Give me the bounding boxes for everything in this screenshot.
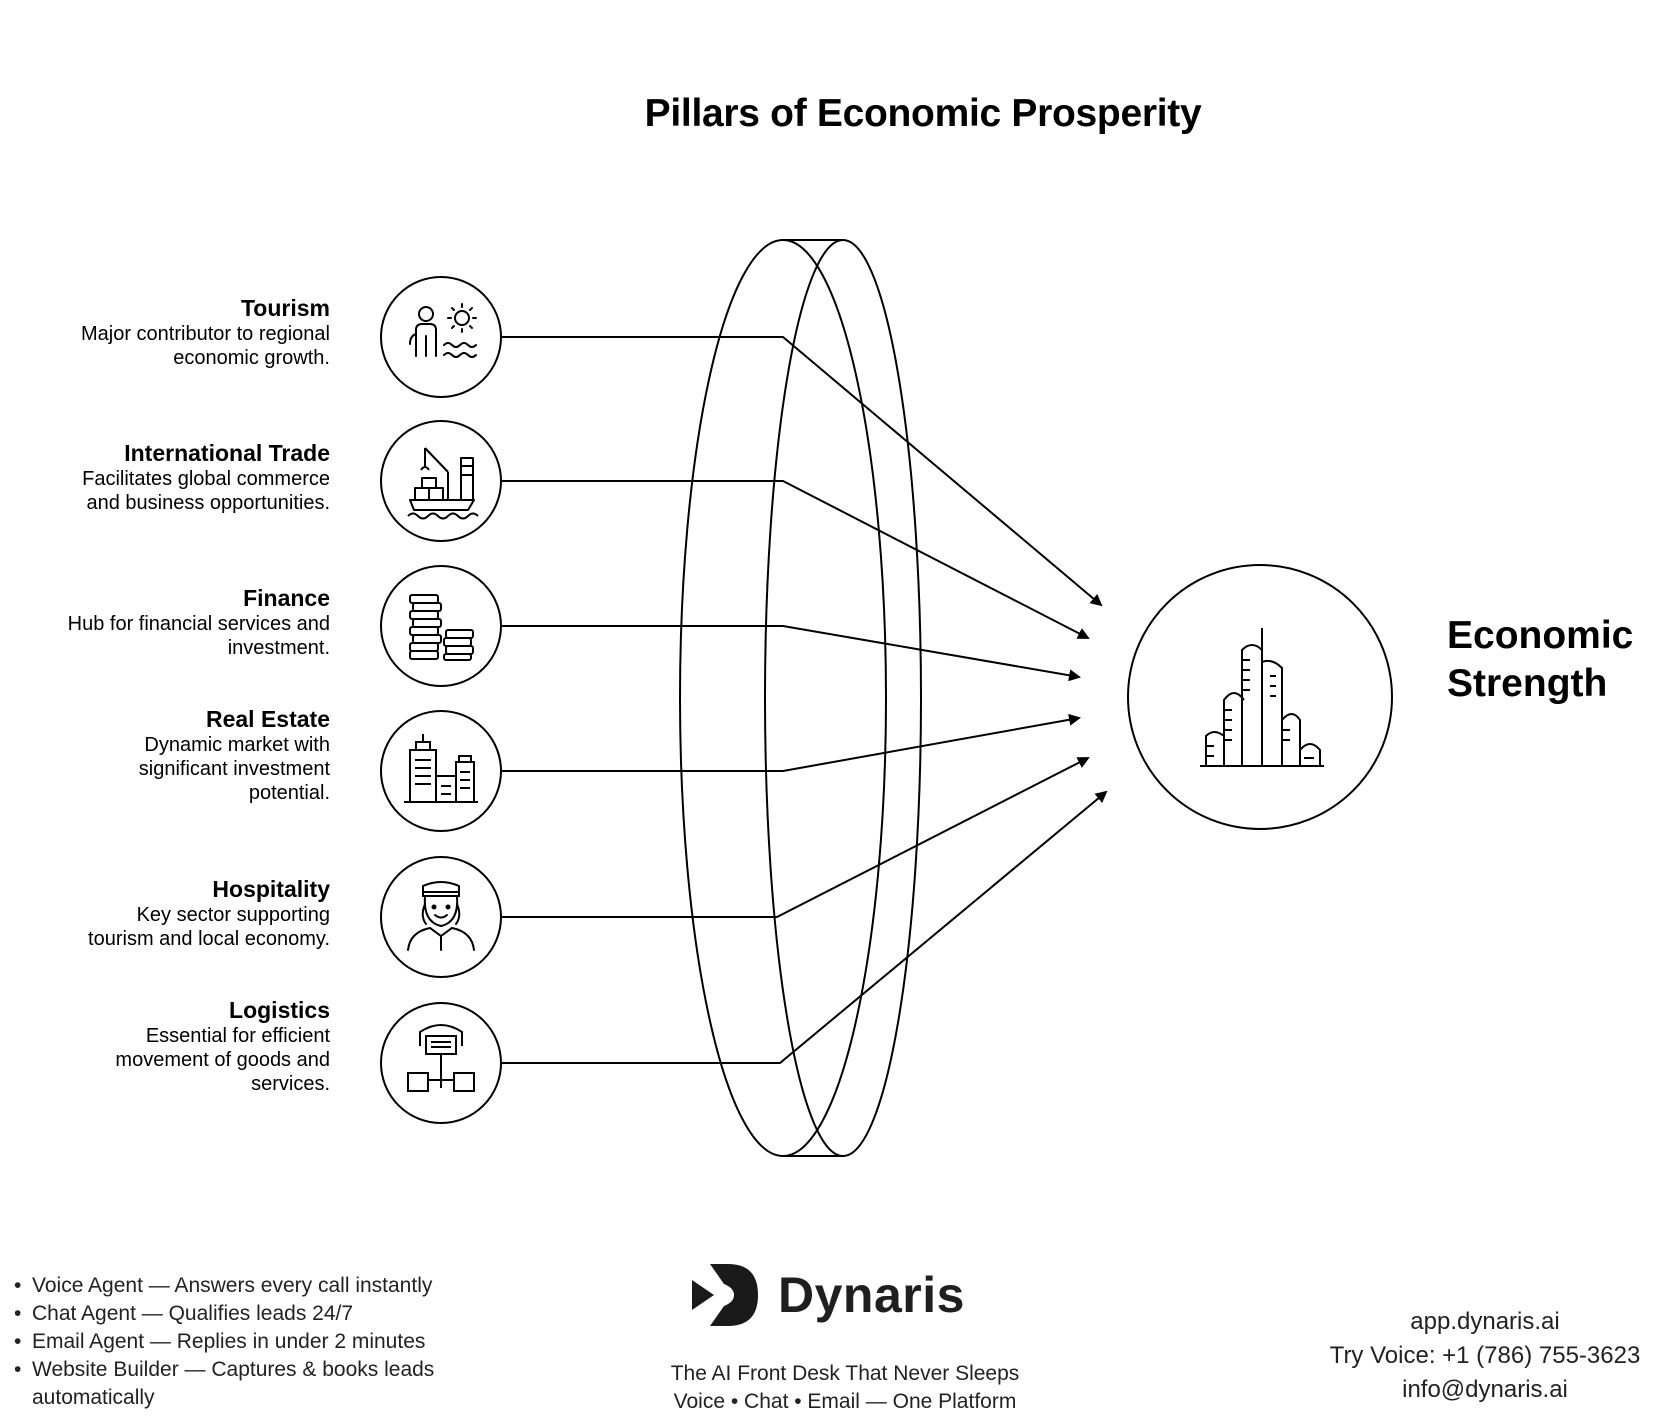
phone-number[interactable]: Try Voice: +1 (786) 755-3623 [1329, 1342, 1641, 1369]
pillar-real-estate: Real Estate Dynamic market with signific… [30, 706, 330, 805]
pillar-name: Logistics [229, 997, 330, 1023]
pillar-name: Hospitality [212, 876, 330, 902]
hospitality-staff-icon [407, 881, 475, 951]
ship-icon [407, 447, 479, 520]
pillar-desc-line: economic growth. [173, 347, 330, 369]
feature-list: Voice Agent — Answers every call instant… [10, 1272, 502, 1412]
pillar-desc-line: Hub for financial services and [67, 613, 330, 635]
list-item: Voice Agent — Answers every call instant… [10, 1272, 502, 1300]
connector-real-estate [500, 713, 1081, 772]
tagline-line-1: The AI Front Desk That Never Sleeps [670, 1362, 1020, 1385]
list-item: Chat Agent — Qualifies leads 24/7 [10, 1300, 502, 1328]
real-estate-circle [380, 710, 502, 832]
list-item: Email Agent — Replies in under 2 minutes [10, 1328, 502, 1356]
lens-shape [679, 239, 922, 1157]
warehouse-network-icon [407, 1024, 475, 1092]
connector-international-trade [500, 480, 1090, 639]
connector-finance [500, 625, 1081, 682]
economic-strength-label: Economic Strength [1447, 612, 1633, 708]
pillar-desc-line: services. [251, 1073, 330, 1095]
website-link[interactable]: app.dynaris.ai [1410, 1308, 1560, 1335]
pillar-tourism: Tourism Major contributor to regional ec… [30, 295, 330, 370]
coin-stack-icon [409, 594, 474, 661]
result-line-2: Strength [1447, 662, 1608, 705]
tagline: The AI Front Desk That Never Sleeps Voic… [560, 1360, 1130, 1416]
pillar-name: International Trade [124, 440, 330, 466]
pillar-desc-line: Essential for efficient [145, 1025, 330, 1047]
buildings-icon [404, 734, 478, 803]
pillar-name: Tourism [240, 295, 330, 321]
brand-name: Dynaris [778, 1267, 965, 1323]
result-line-1: Economic [1447, 614, 1634, 657]
skyscrapers-icon [1200, 628, 1324, 767]
pillar-desc-line: potential. [248, 782, 330, 804]
pillar-name: Real Estate [205, 706, 330, 732]
connector-tourism [500, 336, 1103, 607]
tourism-icon [409, 303, 477, 358]
contact-info: app.dynaris.ai Try Voice: +1 (786) 755-3… [1300, 1305, 1670, 1407]
pillar-name: Finance [243, 585, 330, 611]
pillar-desc-line: significant investment [138, 758, 330, 780]
pillar-desc-line: tourism and local economy. [88, 928, 330, 950]
international-trade-circle [380, 420, 502, 542]
economic-strength-circle [1127, 564, 1393, 830]
connector-hospitality [500, 757, 1090, 918]
pillar-desc-line: Facilitates global commerce [82, 468, 330, 490]
tourism-circle [380, 276, 502, 398]
pillar-finance: Finance Hub for financial services and i… [30, 585, 330, 660]
connector-logistics [500, 790, 1108, 1064]
email-link[interactable]: info@dynaris.ai [1402, 1376, 1568, 1403]
tagline-line-2: Voice • Chat • Email — One Platform [673, 1390, 1017, 1413]
pillar-logistics: Logistics Essential for efficient moveme… [30, 997, 330, 1096]
list-item: Website Builder — Captures & books leads… [10, 1356, 502, 1412]
brand-logo: Dynaris [690, 1262, 965, 1328]
diagram-title: Pillars of Economic Prosperity [644, 92, 1202, 135]
pillar-desc-line: Key sector supporting [136, 904, 330, 926]
pillar-desc-line: investment. [227, 637, 330, 659]
pillar-desc-line: Major contributor to regional [80, 323, 330, 345]
pillar-desc-line: and business opportunities. [86, 492, 331, 514]
dynaris-logo-icon [692, 1264, 758, 1326]
pillar-desc-line: Dynamic market with [144, 734, 330, 756]
pillar-international-trade: International Trade Facilitates global c… [30, 440, 330, 515]
pillar-desc-line: movement of goods and [115, 1049, 330, 1071]
pillar-hospitality: Hospitality Key sector supporting touris… [30, 876, 330, 951]
pillars-diagram [380, 239, 1393, 1157]
